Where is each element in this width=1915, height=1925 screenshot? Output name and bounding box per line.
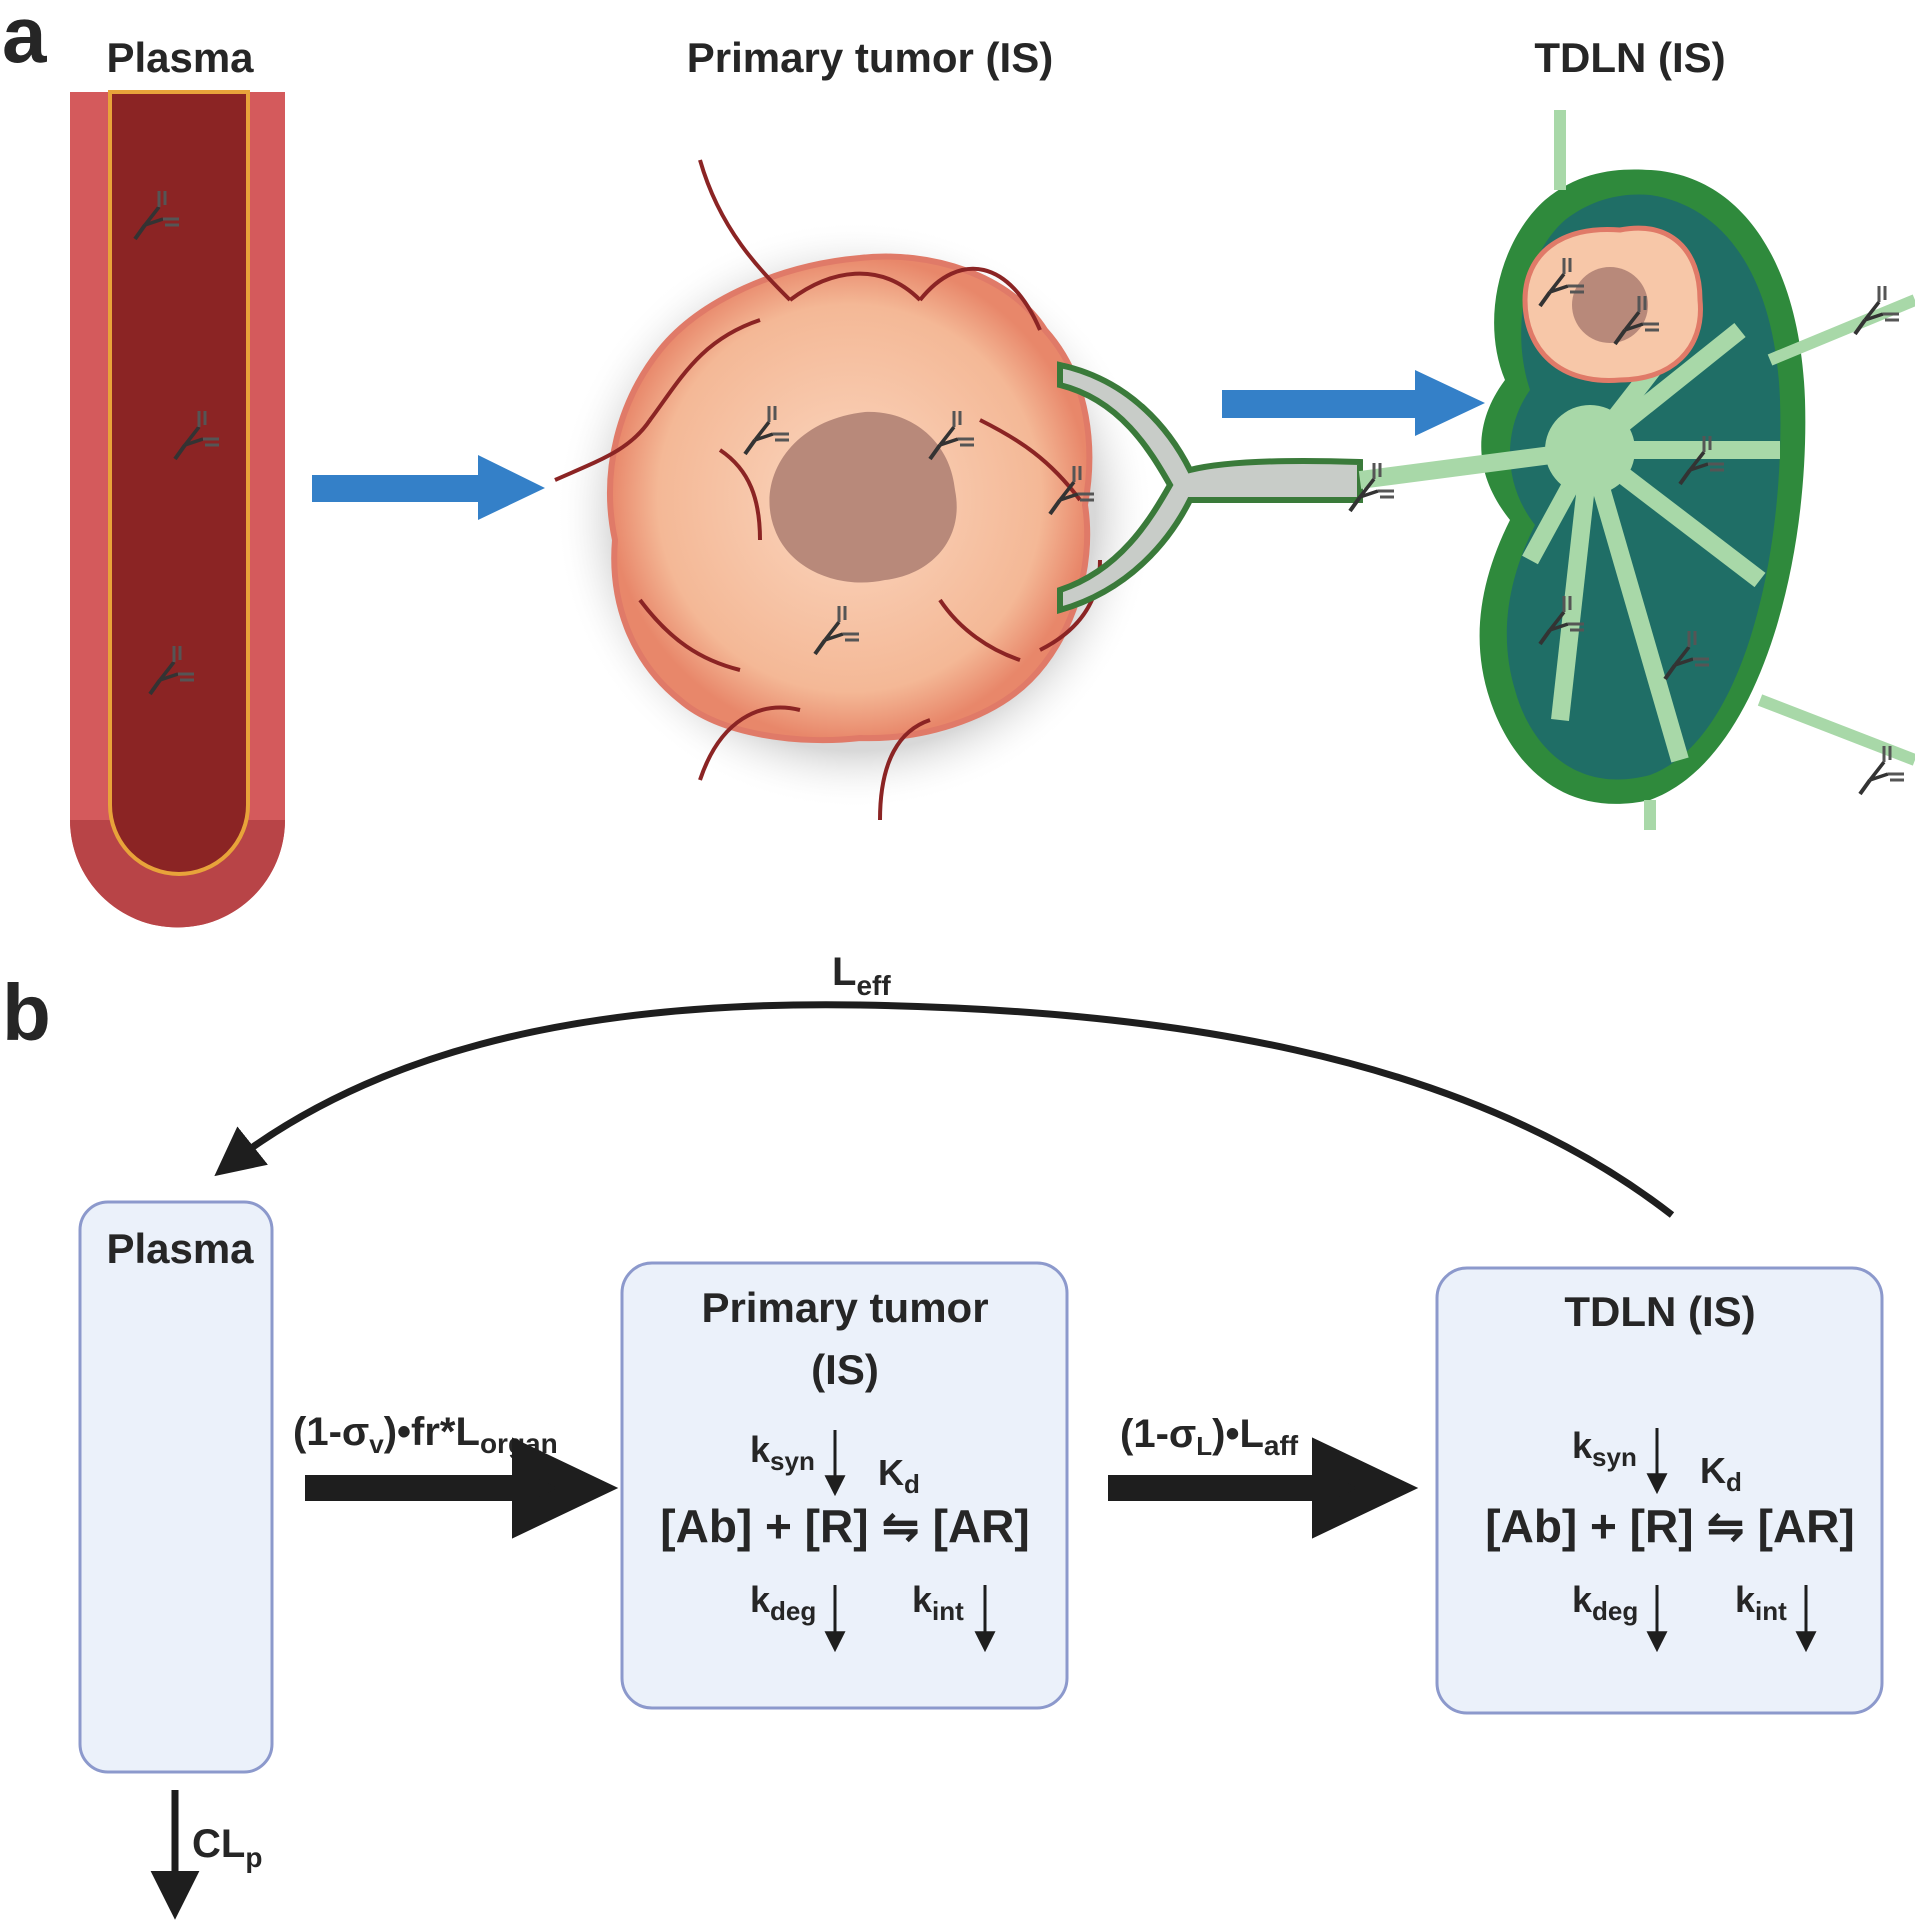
clearance-label: CLp (192, 1822, 262, 1873)
tumor-kd-label: Kd (878, 1452, 920, 1499)
tumor-ksyn-label: ksyn (750, 1429, 815, 1476)
plasma-compartment-title: Plasma (106, 1225, 254, 1272)
tumor-kint-label: kint (912, 1579, 964, 1626)
blue-arrow-icon (1222, 370, 1485, 436)
tumor-compartment-title-line1: Primary tumor (701, 1284, 988, 1331)
tdln-compartment-title: TDLN (IS) (1564, 1288, 1755, 1335)
panel-b-letter: b (2, 968, 51, 1057)
tdln-ksyn-label: ksyn (1572, 1425, 1637, 1472)
primary-tumor (554, 159, 1155, 821)
plasma-title: Plasma (106, 34, 254, 81)
blood-vessel (70, 90, 285, 928)
tumor-binding-equation: [Ab] + [R] ⇋ [AR] (660, 1500, 1029, 1552)
tumor-compartment-title-line2: (IS) (811, 1346, 879, 1393)
tumor-kdeg-label: kdeg (750, 1579, 816, 1626)
tdln-kint-label: kint (1735, 1579, 1787, 1626)
panel-a-letter: a (2, 0, 47, 79)
tdln-title: TDLN (IS) (1534, 34, 1725, 81)
tumor-to-tdln-arrow (1108, 1437, 1419, 1539)
efferent-flow-label: Leff (832, 950, 891, 1001)
tumor-to-tdln-label: (1-σL)•Laff (1120, 1412, 1299, 1461)
plasma-to-tumor-arrow (305, 1437, 619, 1539)
efferent-flow-arrow (214, 1001, 1675, 1218)
tdln-kdeg-label: kdeg (1572, 1579, 1638, 1626)
lymph-vessel (1057, 361, 1363, 614)
plasma-compartment (78, 1200, 274, 1774)
tumor-title: Primary tumor (IS) (687, 34, 1053, 81)
lymph-node (1348, 110, 1915, 830)
blue-arrow-icon (312, 455, 545, 520)
tdln-binding-equation: [Ab] + [R] ⇋ [AR] (1485, 1500, 1854, 1552)
tdln-kd-label: Kd (1700, 1450, 1742, 1497)
